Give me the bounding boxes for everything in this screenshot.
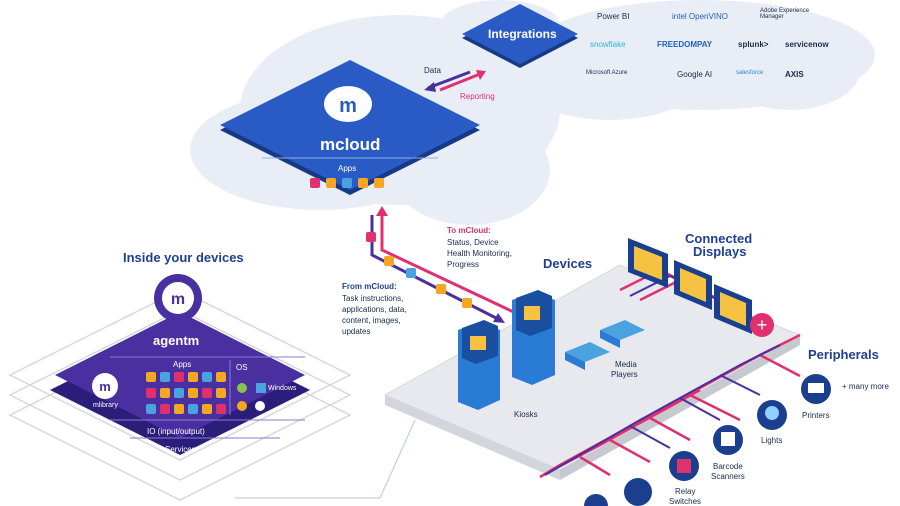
reporting-label: Reporting [460,92,495,101]
connected-displays-title-2: Displays [693,244,747,259]
printer-icon [801,374,831,404]
agent-windows-label: Windows [268,385,297,392]
partner-adobe: Adobe Experience Manager [760,8,810,20]
to-mcloud-line: Health Monitoring, [447,249,512,258]
barcode-label-2: Scanners [711,472,745,481]
peripheral-wiring-2 [544,344,781,476]
integrations-box [462,4,578,68]
linux-icon [255,401,265,411]
partner-google-ai: Google AI [677,70,713,79]
relay-label-2: Switches [669,497,702,506]
extra-peripheral-icon [584,478,652,506]
media-players-label-2: Players [611,370,638,379]
printers-label: Printers [802,411,830,420]
peripherals-title: Peripherals [808,347,879,362]
relay-switch-icon [669,451,699,481]
barcode-label-1: Barcode [713,462,743,471]
mcloud-app-icons [310,178,384,188]
connected-displays-title-1: Connected [685,231,753,246]
inside-devices-title: Inside your devices [123,250,244,265]
light-icon [757,400,787,430]
partner-salesforce: salesforce [736,70,764,76]
mcloud-apps-label: Apps [338,164,357,173]
mcloud-box [220,60,480,195]
svg-text:m: m [99,379,111,394]
kiosk-left [458,320,500,410]
agent-apps-label: Apps [173,360,192,369]
cloud-device-arrows [366,206,521,323]
relay-label-1: Relay [675,487,696,496]
media-players-label-1: Media [615,360,637,369]
from-mcloud-line: applications, data, [342,305,407,314]
to-mcloud-line: Progress [447,260,480,269]
agent-title: agentm [153,333,200,348]
devices-title: Devices [543,256,593,271]
data-arrows [424,70,486,92]
lights-label: Lights [761,436,783,445]
partner-snowflake: snowflake [590,40,626,49]
media-players [565,320,645,370]
partner-azure: Microsoft Azure [586,70,628,76]
partner-splunk: splunk> [738,40,769,49]
mcloud-logo-icon: m [324,86,372,122]
from-mcloud-line: updates [342,327,371,336]
android-icon [237,383,247,393]
integrations-title: Integrations [488,27,557,41]
partner-intel: intel OpenVINO [672,12,729,21]
partner-axis: AXIS [785,70,804,79]
svg-text:m: m [171,291,185,308]
svg-text:+: + [757,315,768,335]
agent-io-label: IO (input/output) [147,427,205,436]
devices-platform [383,264,802,480]
kiosk-right [512,290,555,385]
many-more-label: + many more [842,382,889,391]
agent-hex-icon: m [154,274,202,322]
partner-servicenow: servicenow [785,40,829,49]
add-display-icon: + [750,313,774,337]
from-mcloud-line: Task instructions, [342,294,404,303]
svg-text:m: m [339,95,357,117]
chrome-icon [237,401,247,411]
kiosks-label: Kiosks [514,410,538,419]
data-label: Data [424,66,441,75]
from-mcloud-title: From mCloud: [342,282,397,291]
connected-displays [628,238,752,334]
to-mcloud-line: Status, Device [447,238,499,247]
to-mcloud-title: To mCloud: [447,226,491,235]
agent-os-label: OS [236,363,248,372]
from-mcloud-line: content, images, [342,316,401,325]
windows-icon [256,383,266,393]
partner-freedompay: FREEDOMPAY [657,40,713,49]
agent-library-label: mlibrary [93,402,118,409]
partner-powerbi: Power BI [597,12,630,21]
agent-interior: m [92,356,305,439]
mcloud-title: mcloud [320,135,381,154]
barcode-scanner-icon [713,425,743,455]
agent-services-label: Services [165,445,196,454]
